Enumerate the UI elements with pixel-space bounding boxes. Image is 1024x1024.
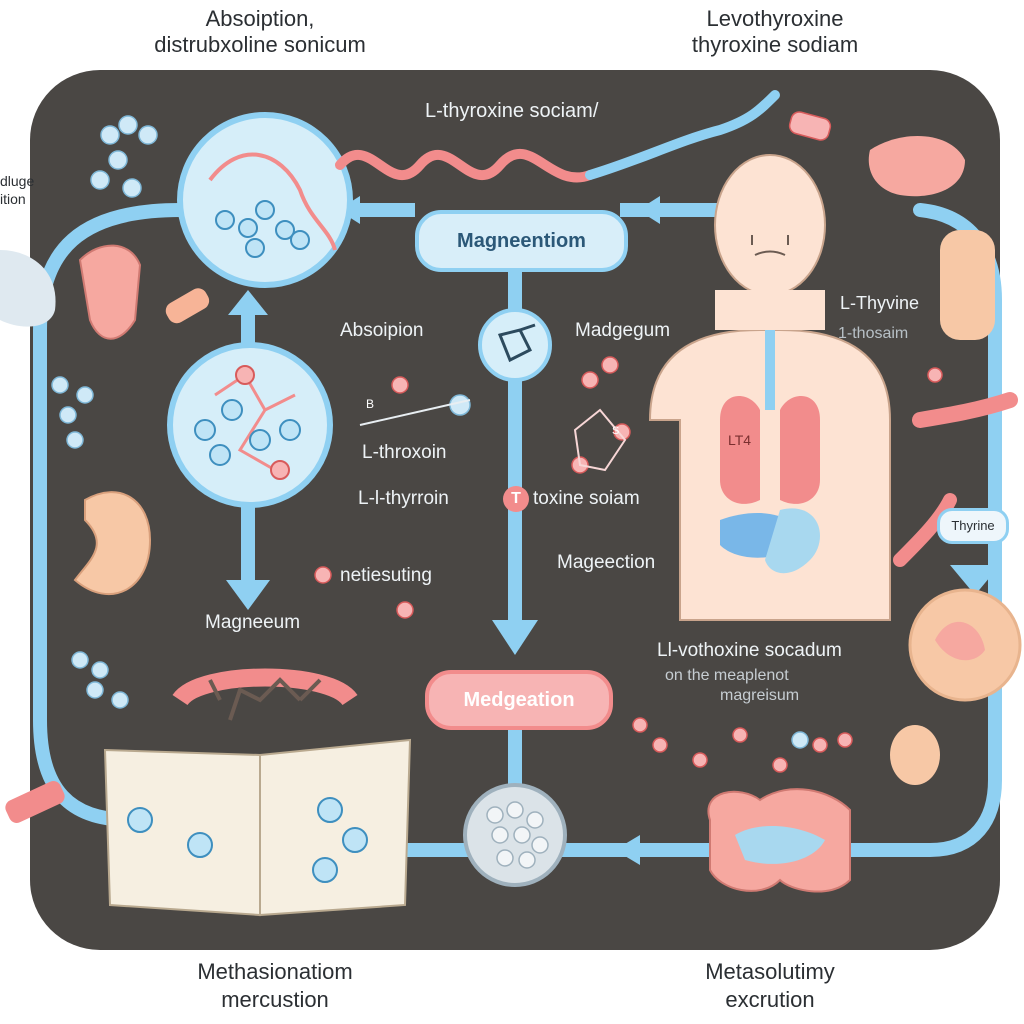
connector-line [359, 399, 471, 426]
on-the-label: on the meaplenot [665, 667, 789, 684]
outer-loop-right [423, 203, 1002, 857]
thyroid-organ [940, 230, 995, 340]
pill-capsule-top [788, 111, 832, 141]
medgeation-pill: Medgeation [425, 670, 613, 730]
absorption-molecules [215, 200, 310, 258]
l-throxoin-label: L-throxoin [362, 442, 447, 463]
ring-molecule [573, 408, 627, 472]
pink-molecules [314, 356, 943, 773]
wave-label: L-thyroxine sociam/ [425, 100, 599, 122]
pink-wave [335, 148, 595, 183]
stomach-organ [78, 244, 142, 340]
mageection-label: Mageection [557, 552, 656, 573]
l-thyvine-label: L-Thyvine [840, 293, 920, 313]
liver-organ [868, 136, 965, 197]
magreisum-label: magreisum [720, 687, 800, 704]
l-thosaim-label: 1-thosaim [838, 325, 909, 342]
pill-capsule-bottom [5, 781, 65, 823]
cell-nucleus [935, 621, 985, 661]
l-thyrroin-label: L-l-thyrroin [358, 488, 449, 509]
madgegum-label: Madgegum [575, 320, 671, 341]
scattered-molecules [51, 115, 809, 749]
thyrine-badge: Thyrine [937, 508, 1009, 544]
absorption-strand [208, 152, 337, 251]
absorption-label: Absoipion [340, 320, 424, 341]
pink-strand-lower [893, 493, 957, 567]
intestine-organ [707, 788, 851, 893]
top-arrow-right [638, 196, 660, 224]
molecule-atoms [194, 365, 301, 480]
blue-wave [585, 90, 780, 180]
kidney-organ [73, 491, 152, 596]
left-vessel [0, 250, 56, 327]
center-arrow-down [492, 620, 538, 655]
lt4-label: LT4 [728, 432, 752, 448]
human-figure [648, 154, 891, 621]
small-molecule-circle [478, 308, 552, 382]
small-cell [890, 725, 940, 785]
lvothoxine-label: Ll-vothoxine socadum [657, 640, 842, 661]
molecule-bonds [214, 372, 296, 472]
right-arrow-down [950, 565, 1000, 595]
pill-capsule-left [165, 288, 210, 324]
bottom-arrow-left [615, 835, 640, 865]
toxine-soiam-label: toxine soiam [533, 488, 640, 509]
molecule-circle [167, 342, 333, 508]
magneentiom-pill: Magneentiom [415, 210, 628, 272]
small-molecule-bonds [497, 323, 536, 363]
left-arrow-up [228, 290, 268, 315]
small-s-label: S [612, 425, 620, 437]
left-arrow-down [226, 580, 270, 610]
top-left-title: Absoiption,distrubxoline sonicum [154, 6, 366, 57]
magneeum-label: Magneeum [205, 612, 301, 633]
pink-strand-right [912, 392, 1018, 428]
outer-loop-left [33, 203, 187, 827]
small-b-label: B [366, 397, 375, 411]
granules [486, 801, 549, 869]
book-illustration [103, 668, 412, 917]
netiesuting-label: netiesuting [340, 565, 432, 586]
t-badge: T [503, 486, 529, 512]
